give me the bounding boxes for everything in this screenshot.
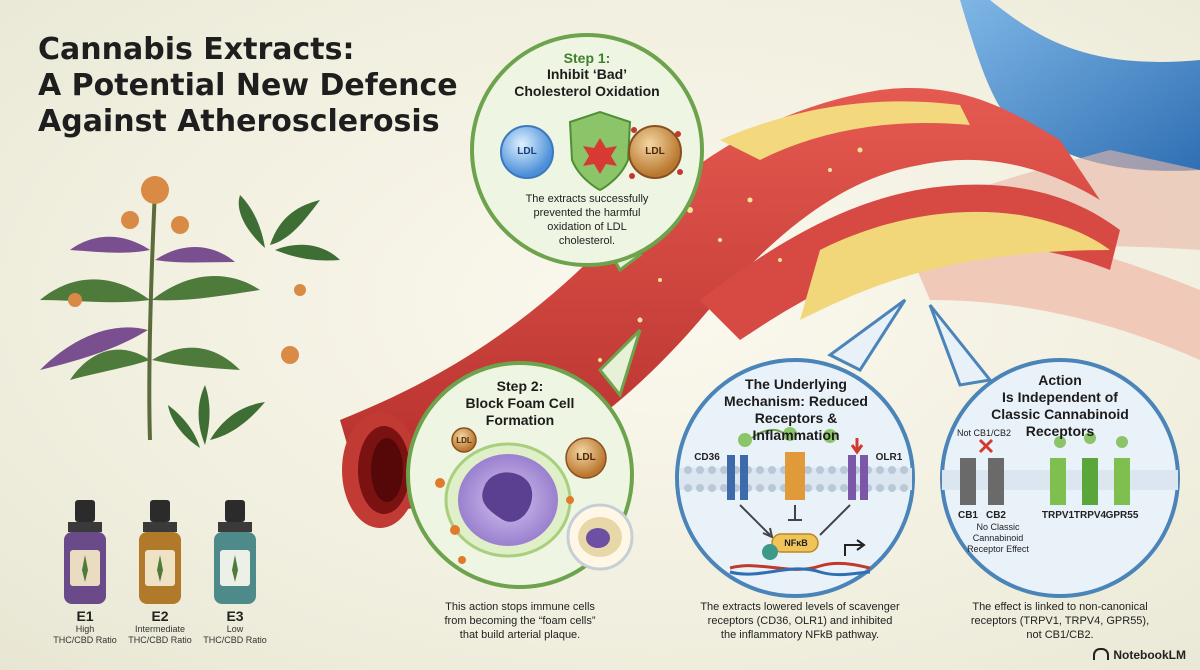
bottle-e2 [139, 500, 181, 604]
nfkb-complex-icon [771, 533, 819, 553]
gpr55-label: GPR55 [1105, 510, 1139, 521]
plaque-particles [598, 147, 863, 362]
ldl-healthy-icon [500, 125, 554, 179]
olr1-label: OLR1 [875, 452, 903, 463]
step2-caption: This action stops immune cells from beco… [444, 601, 596, 641]
trpv1-label: TRPV1 [1041, 510, 1075, 521]
page-title: Cannabis Extracts: A Potential New Defen… [38, 32, 458, 140]
vein-tube [880, 0, 1200, 360]
step1-label: Step 1: [563, 50, 611, 66]
not-cb-label: Not CB1/CB2 [956, 428, 1012, 438]
extract-molecule-icons [738, 427, 837, 447]
step1-heading-2: Cholesterol Oxidation [514, 83, 660, 99]
receptors-callout [928, 304, 1180, 598]
cross-icon [978, 438, 994, 454]
mechanism-caption: The extracts lowered levels of scavenger… [700, 601, 900, 641]
mechanism-callout [675, 298, 915, 598]
cb1-label: CB1 [957, 510, 978, 521]
cd36-label: CD36 [694, 452, 720, 463]
cb2-receptor-icon [988, 458, 1004, 505]
artery-opening [342, 412, 418, 528]
extract-e1-label: E1 High THC/CBD Ratio [53, 608, 117, 645]
step2-callout [406, 328, 642, 589]
cd36-receptor-icon [727, 455, 748, 500]
ldl-large-icon [565, 437, 607, 479]
title-line-1: Cannabis Extracts: [38, 32, 355, 67]
step1-body: The extracts successfully prevented the … [525, 193, 649, 247]
title-line-3: Against Atherosclerosis [38, 104, 440, 139]
title-line-2: A Potential New Defence [38, 68, 458, 103]
cb1-receptor-icon [960, 458, 976, 505]
gpr55-receptor-icon [1114, 458, 1130, 505]
notebooklm-icon [1093, 648, 1110, 660]
brand-logo: NotebookLM [1093, 648, 1186, 662]
bottle-e3 [214, 500, 256, 604]
cannabis-plant-illustration [40, 176, 340, 448]
step1-heading-1: Inhibit ‘Bad’ [546, 66, 628, 82]
step2-header: Step 2: Block Foam Cell Formation [450, 378, 590, 429]
mechanism-heading: The Underlying Mechanism: Reduced Recept… [724, 376, 868, 443]
extract-e2-label: E2 Intermediate THC/CBD Ratio [128, 608, 192, 645]
receptors-heading: Action Is Independent of Classic Cannabi… [991, 372, 1129, 439]
step1-header: Step 1: Inhibit ‘Bad’ Cholesterol Oxidat… [497, 50, 677, 100]
step2-heading-2: Formation [485, 412, 555, 428]
dna-icon [729, 561, 871, 571]
ldl-small-icon [451, 427, 477, 453]
ldl-large-label: LDL [576, 452, 596, 463]
extract-bottles [64, 500, 256, 604]
trpv4-label: TRPV4 [1073, 510, 1107, 521]
cb2-label: CB2 [985, 510, 1006, 521]
oxidant-burst-icon [583, 138, 617, 174]
ldl-oxidized-icon [628, 125, 682, 179]
ldl-left-label: LDL [517, 146, 537, 157]
nfkb-label: NFκB [784, 538, 808, 548]
ldl-right-label: LDL [645, 146, 665, 157]
down-arrow-icon [850, 438, 864, 455]
receptors-caption: The effect is linked to non-canonical re… [970, 601, 1150, 641]
step2-heading-1: Block Foam Cell [465, 395, 575, 411]
olr1-receptor-icon [848, 455, 868, 500]
bottle-e1 [64, 500, 106, 604]
central-receptor-icon [785, 452, 805, 500]
trpv4-receptor-icon [1082, 458, 1098, 505]
extract-e3-label: E3 Low THC/CBD Ratio [203, 608, 267, 645]
step2-label: Step 2: [496, 378, 544, 394]
no-effect-label: No Classic Cannabinoid Receptor Effect [967, 522, 1029, 554]
trpv1-receptor-icon [1050, 458, 1066, 505]
ldl-small-label: LDL [456, 436, 472, 445]
step1-callout [470, 33, 704, 273]
